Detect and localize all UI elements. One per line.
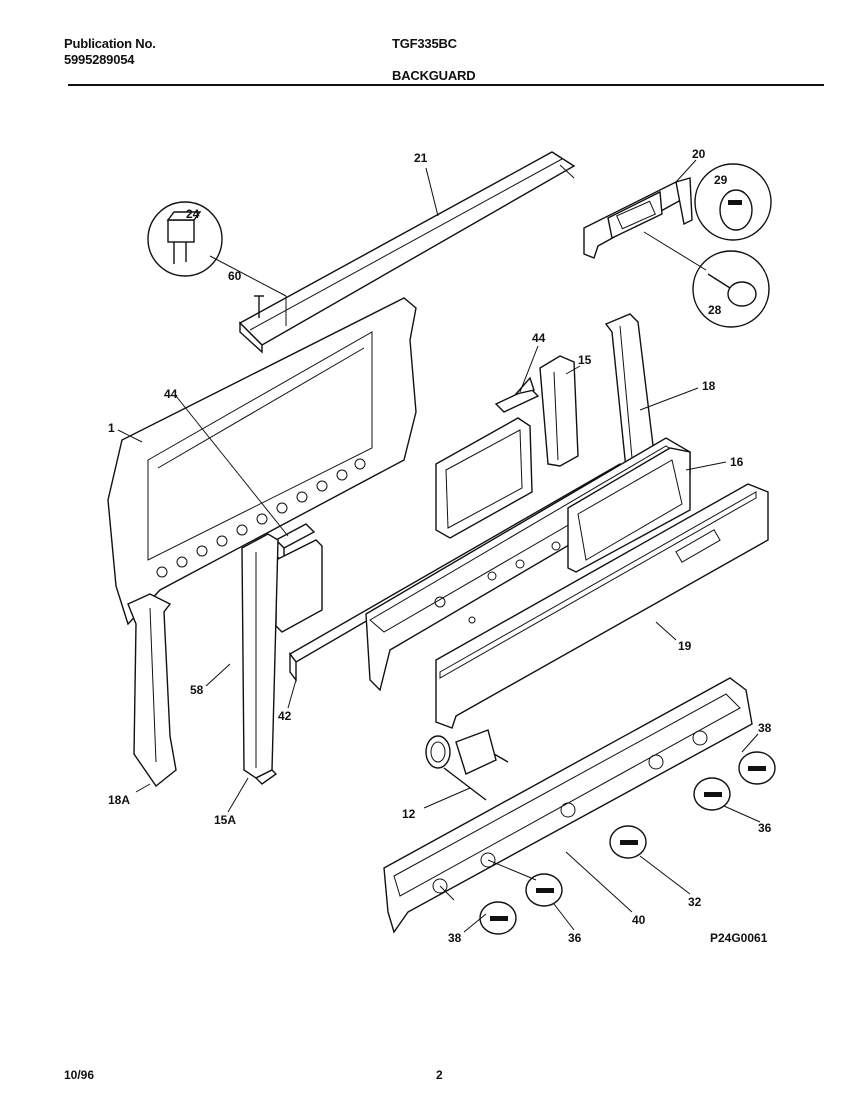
callout-44-left: 44: [164, 387, 178, 401]
callout-15: 15: [578, 353, 592, 367]
part-1-rear-panel: [107, 297, 417, 626]
knob-38-right: [738, 751, 776, 785]
part-29-clock-knob-inset: [694, 163, 772, 241]
callout-58: 58: [190, 683, 204, 697]
callout-16: 16: [730, 455, 744, 469]
part-18a-side-trim: [127, 593, 177, 788]
section-title: BACKGUARD: [392, 68, 476, 83]
callout-18a: 18A: [108, 793, 130, 807]
callout-60: 60: [228, 269, 242, 283]
part-24-switch-inset: [147, 201, 287, 326]
callout-15a: 15A: [214, 813, 236, 827]
publication-label: Publication No.: [64, 36, 156, 51]
part-40-manifold-panel: [383, 677, 753, 934]
callout-labels: 21 20 29 24 60 28 44 44 15 18 1 16 19 58…: [108, 147, 772, 945]
part-19-front-trim: [435, 483, 769, 729]
callout-21: 21: [414, 151, 428, 165]
part-12-thermostat: [425, 729, 509, 801]
callout-19: 19: [678, 639, 692, 653]
model-number: TGF335BC: [392, 36, 457, 51]
insulation-block: [435, 417, 533, 539]
callout-12: 12: [402, 807, 416, 821]
header-rule: [68, 84, 824, 86]
callout-38-left: 38: [448, 931, 462, 945]
callout-24: 24: [186, 207, 200, 221]
callout-28: 28: [708, 303, 722, 317]
callout-40: 40: [632, 913, 646, 927]
part-21-top-trim: [238, 151, 576, 354]
callout-20: 20: [692, 147, 706, 161]
part-16-panel-frame: [567, 447, 691, 573]
callout-38-right: 38: [758, 721, 772, 735]
part-60-screw: [254, 295, 264, 318]
callout-44-right: 44: [532, 331, 546, 345]
footer-page-number: 2: [436, 1068, 443, 1082]
part-20-clock: [583, 177, 693, 259]
knob-32: [609, 825, 647, 859]
publication-number: 5995289054: [64, 52, 135, 67]
part-28-clock-button-inset: [692, 250, 770, 328]
part-44-bracket-right: [494, 376, 540, 413]
knob-38-left: [479, 901, 517, 935]
knob-36-left: [525, 873, 563, 907]
part-15-end-bracket: [539, 355, 579, 467]
callout-18: 18: [702, 379, 716, 393]
knob-36-right: [693, 777, 731, 811]
callout-36-right: 36: [758, 821, 772, 835]
rear-panel-holes: [156, 458, 366, 578]
part-15a-end-bracket: [241, 533, 279, 785]
callout-42: 42: [278, 709, 292, 723]
diagram-code: P24G0061: [710, 931, 768, 945]
callout-32: 32: [688, 895, 702, 909]
leader-lines: [117, 159, 761, 933]
callout-1: 1: [108, 421, 115, 435]
footer-date: 10/96: [64, 1068, 95, 1082]
callout-29: 29: [714, 173, 728, 187]
callout-36-left: 36: [568, 931, 582, 945]
